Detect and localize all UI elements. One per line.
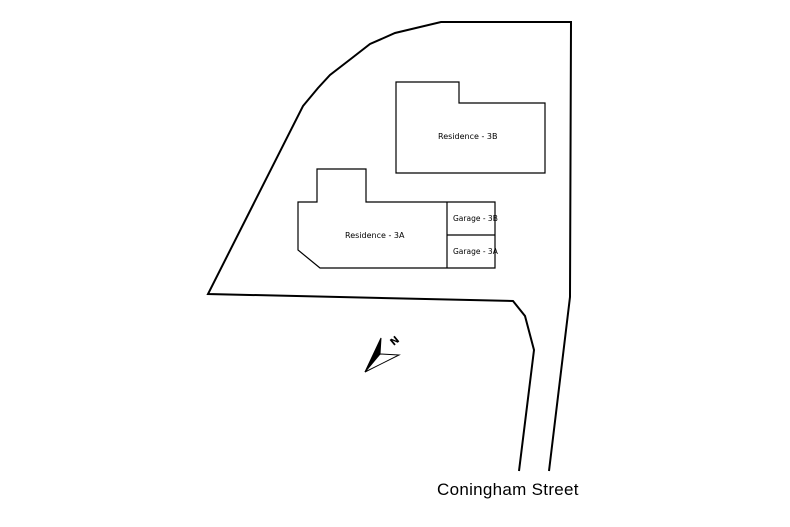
garage-3a-label: Garage - 3A	[453, 247, 498, 256]
residence-3b-outline	[395, 81, 546, 174]
garage-3b-label: Garage - 3B	[453, 214, 498, 223]
street-name: Coningham Street	[437, 480, 579, 499]
residence-3a-outline	[297, 168, 496, 269]
property-boundary	[206, 21, 573, 472]
north-arrow-icon	[364, 337, 401, 373]
residence-3b-label: Residence - 3B	[438, 132, 498, 141]
residence-3a-label: Residence - 3A	[345, 231, 405, 240]
